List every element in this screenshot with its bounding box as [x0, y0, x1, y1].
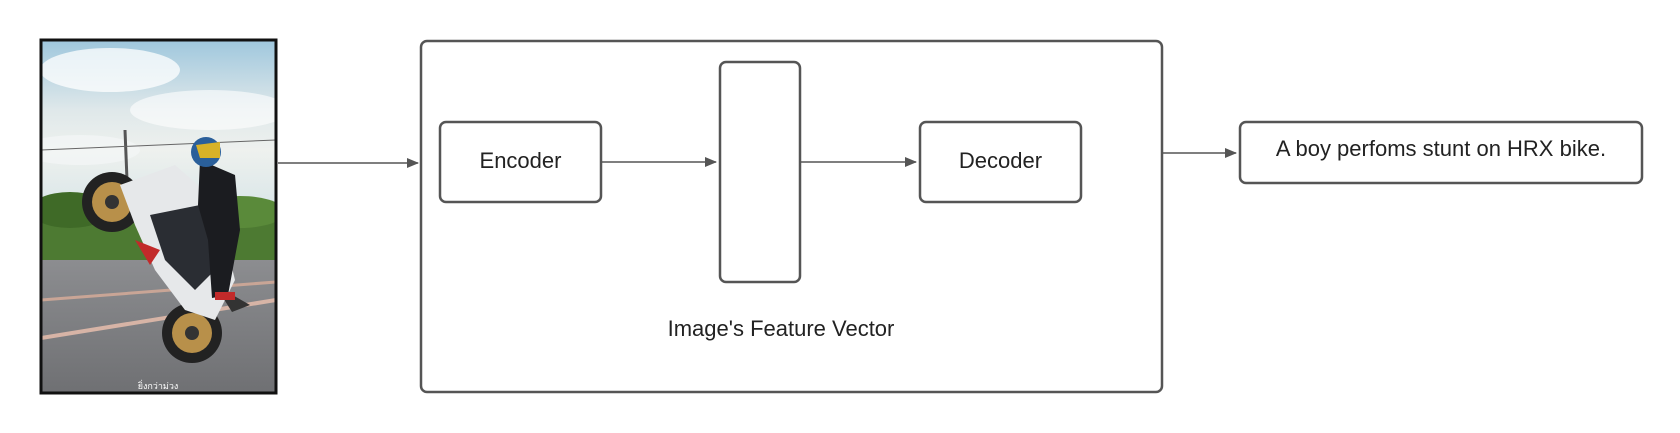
photo-road-line — [41, 280, 276, 302]
decoder-box: Decoder — [918, 120, 1083, 204]
photo-rider — [191, 137, 240, 300]
photo-frame — [39, 38, 278, 395]
feature-vector-box — [718, 60, 802, 284]
photo-cloud — [130, 90, 276, 130]
photo-wire — [41, 139, 276, 151]
output-caption-box: A boy perfoms stunt on HRX bike. — [1238, 120, 1644, 185]
photo-cloud — [41, 48, 180, 92]
encoder-label: Encoder — [480, 148, 562, 173]
decoder-label: Decoder — [959, 148, 1042, 173]
photo-watermark: ยิ่งกว่าม่วง — [138, 379, 179, 392]
input-photo: ยิ่งกว่าม่วง — [39, 38, 278, 395]
photo-road — [41, 260, 276, 393]
output-caption-text: A boy perfoms stunt on HRX bike. — [1276, 136, 1606, 161]
encoder-box: Encoder — [438, 120, 603, 204]
feature-vector-label: Image's Feature Vector — [668, 316, 895, 341]
photo-cloud — [41, 135, 140, 165]
